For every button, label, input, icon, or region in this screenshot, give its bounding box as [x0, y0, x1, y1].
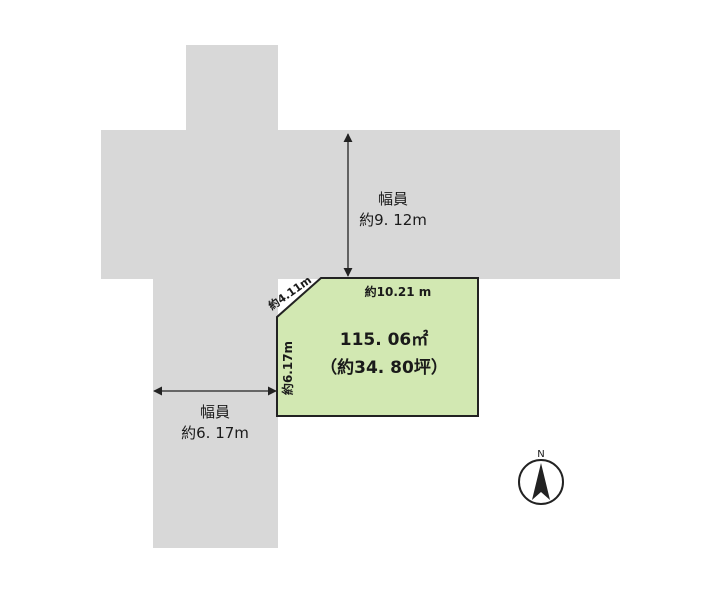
road-west: [153, 275, 278, 548]
road-north: [101, 130, 620, 279]
lot-edge-top-label: 約10.21 m: [365, 284, 432, 299]
north-road-width: 約9. 12m: [359, 211, 427, 229]
lot-area-tsubo: （約34. 80坪）: [320, 357, 448, 378]
lot-edge-left-label: 約6.17m: [280, 341, 295, 395]
lot-parcel: [276, 277, 479, 417]
lot-area-sqm: 115. 06㎡: [340, 329, 429, 350]
west-road-label: 幅員: [200, 403, 230, 421]
road-north-branch: [186, 45, 278, 135]
north-road-label: 幅員: [378, 190, 408, 208]
compass-label: N: [537, 449, 544, 460]
north-compass-icon: N: [518, 449, 564, 505]
west-road-width: 約6. 17m: [181, 424, 249, 442]
